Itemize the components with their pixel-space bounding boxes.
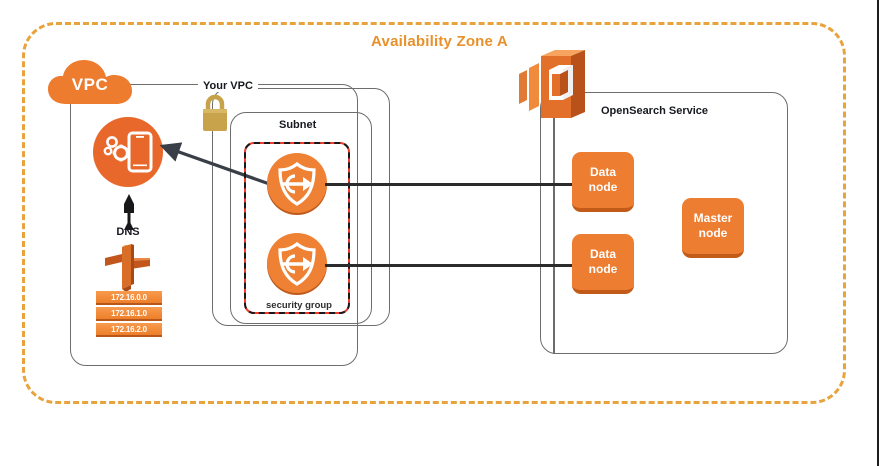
cidr-chip: 172.16.1.0 [96,307,162,321]
node-label-line1: Data [589,165,616,179]
subnet-label: Subnet [274,119,322,131]
security-group-label: security group [266,300,332,311]
node-label-line1: Master [693,211,733,225]
cidr-chip: 172.16.2.0 [96,323,162,337]
data-node[interactable]: Data node [572,152,634,212]
dns-label: DNS [116,226,140,238]
node-label-line2: node [698,226,728,240]
client-dns-connector [119,190,139,240]
your-vpc-container [212,88,390,326]
opensearch-cube-icon [515,48,591,124]
node-label-line1: Data [589,247,616,261]
master-node[interactable]: Master node [682,198,744,258]
opensearch-service-container [540,92,788,354]
node-label-line2: node [588,180,618,194]
cidr-chip: 172.16.0.0 [96,291,162,305]
your-vpc-label: Your VPC [198,80,258,92]
subnet-container [230,112,372,324]
client-shield-connector [150,140,299,203]
cidr-list: 172.16.0.0 172.16.1.0 172.16.2.0 [96,291,162,339]
mobile-client-icon [92,116,164,188]
signpost-icon [100,240,156,292]
padlock-icon [200,92,230,134]
availability-zone-title: Availability Zone A [371,33,508,50]
opensearch-service-label: OpenSearch Service [596,105,714,117]
security-shield-icon [265,232,329,296]
cloud-icon: VPC [46,58,134,108]
node-label-line2: node [588,262,618,276]
security-shield-icon [265,152,329,216]
viewport-right-edge [877,0,879,466]
opensearch-container-stem [553,116,555,354]
vpc-cloud-label: VPC [71,75,109,94]
shield-to-data-node-link [325,264,575,267]
security-group-dashes [244,142,350,314]
shield-to-data-node-link [325,183,575,186]
data-node[interactable]: Data node [572,234,634,294]
availability-zone-boundary [22,22,846,404]
security-group-boundary: security group [244,142,350,314]
